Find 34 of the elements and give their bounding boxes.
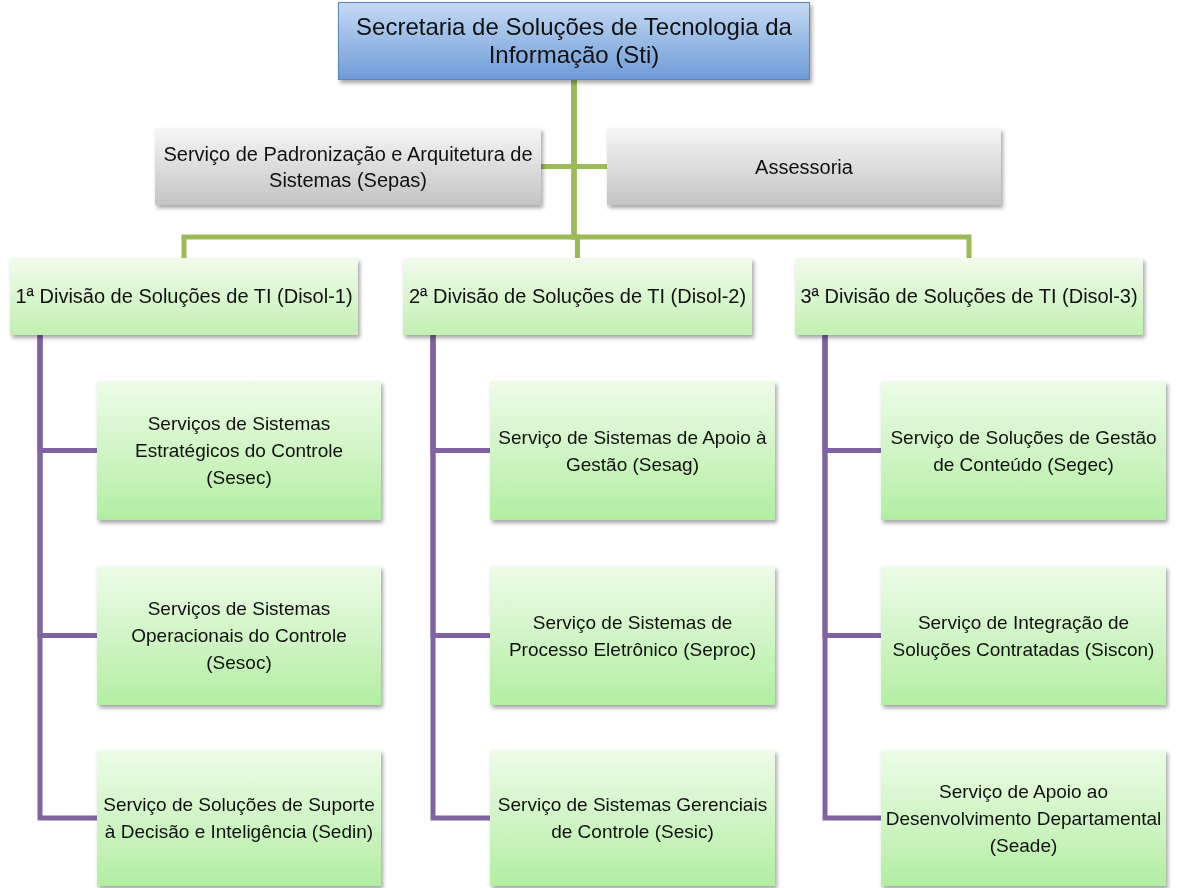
connector-line (822, 335, 881, 821)
service-box (490, 381, 775, 520)
org-box (338, 2, 810, 80)
service-box (881, 566, 1166, 705)
box-label: Serviço de Padronização e Arquitetura de Sistemas (Sepas) (162, 141, 534, 193)
staff-box (607, 128, 1001, 205)
connector-line (430, 335, 490, 821)
connector-line (571, 80, 972, 258)
box-label: Serviços de Sistemas Estratégicos do Controle (Sesec) (133, 412, 345, 490)
service-box (490, 566, 775, 705)
box-label: Secretaria de Soluções de Tecnologia da Informação (Sti) (355, 13, 793, 69)
service-box (97, 566, 381, 705)
box-label: Serviço de Soluções de Suporte à Decisão e Inteligência (Sedin) (102, 793, 376, 844)
service-box (97, 750, 381, 886)
service-box (490, 750, 775, 886)
box-label: Serviço de Sistemas de Apoio à Gestão (Sesag) (497, 425, 768, 477)
box-label: Serviço de Apoio ao Desenvolvimento Departamental (Seade) (885, 779, 1162, 858)
division-box (795, 258, 1143, 335)
box-label: 2ª Divisão de Soluções de TI (Disol-2) (408, 284, 747, 309)
service-box (881, 750, 1166, 886)
box-label: Serviços de Sistemas Operacionais do Controle (Sesoc) (130, 597, 348, 675)
box-label: Serviço de Soluções de Gestão de Conteúdo (Segec) (889, 425, 1158, 477)
box-label: Assessoria (755, 154, 853, 180)
service-box (881, 381, 1166, 520)
division-box (403, 258, 752, 335)
service-box (97, 381, 381, 520)
division-box (10, 258, 358, 335)
box-label: Serviço de Sistemas de Processo Eletrônico (Seproc) (507, 610, 758, 662)
staff-box (155, 128, 541, 205)
box-label: Serviço de Integração de Soluções Contratadas (Siscon) (891, 610, 1156, 662)
box-label: 1ª Divisão de Soluções de TI (Disol-1) (15, 284, 353, 309)
box-label: Serviço de Sistemas Gerenciais de Controle (Sesic) (496, 793, 769, 844)
connector-line (37, 335, 97, 821)
box-label: 3ª Divisão de Soluções de TI (Disol-3) (800, 284, 1138, 309)
